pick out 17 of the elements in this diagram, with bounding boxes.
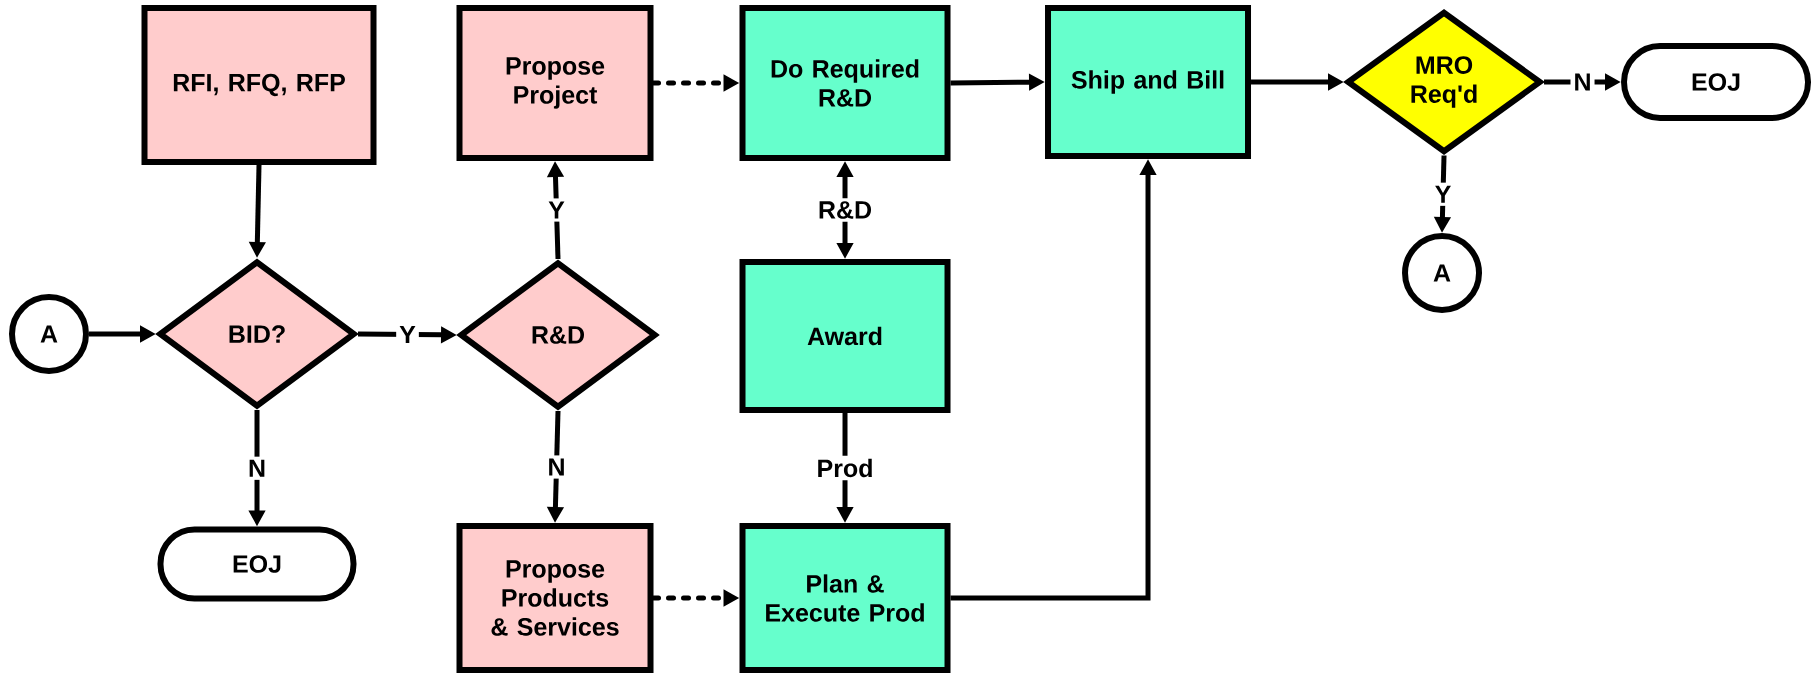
edge-label: Y <box>1431 182 1455 206</box>
process-box: Award <box>739 259 951 413</box>
edge-label: Y <box>396 322 419 347</box>
terminal-box: EOJ <box>1621 43 1811 121</box>
process-box: Do Required R&D <box>739 5 951 161</box>
process-box: RFI, RFQ, RFP <box>141 5 377 165</box>
terminal-box: EOJ <box>157 526 357 602</box>
edge-label: N <box>245 456 270 480</box>
edge-label: Y <box>545 198 568 222</box>
edge-label: N <box>1570 70 1595 94</box>
process-box: Plan & Execute Prod <box>739 523 951 673</box>
edge-label: N <box>544 455 569 479</box>
edge-label: R&D <box>814 198 876 222</box>
process-box: Ship and Bill <box>1045 5 1251 159</box>
process-box: Propose Products & Services <box>456 523 654 673</box>
edge-label: Prod <box>813 455 877 481</box>
process-box: Propose Project <box>456 5 654 161</box>
